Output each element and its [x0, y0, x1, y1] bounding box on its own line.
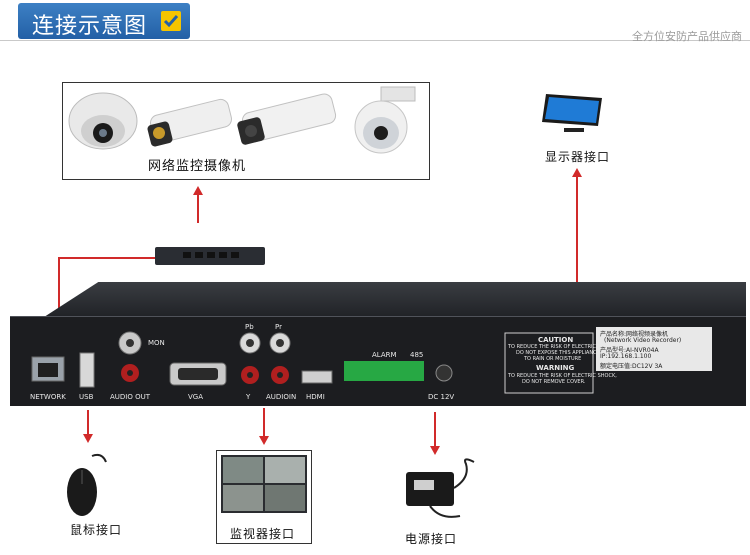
bullet-camera-icon [237, 93, 337, 145]
port-network-label: NETWORK [30, 393, 66, 401]
port-pr-label: Pr [275, 323, 282, 331]
dome-camera-icon [68, 92, 138, 150]
header-bar: 连接示意图 全方位安防产品供应商 [0, 0, 750, 48]
arrow-line [197, 193, 199, 223]
port-y-label: Y [246, 393, 251, 401]
header-tagline: 全方位安防产品供应商 [632, 30, 742, 43]
checkmark-icon [161, 11, 181, 31]
port-hdmi-label: HDMI [306, 393, 325, 401]
nvr-top-panel [39, 282, 746, 320]
arrow-up-icon [572, 168, 582, 177]
caution-line: TO REDUCE THE RISK OF ELECTRIC SHOCK, [508, 344, 617, 350]
arrow-down-icon [83, 434, 93, 443]
mouse-port-label: 鼠标接口 [70, 523, 123, 537]
title-tab: 连接示意图 [18, 3, 190, 39]
port-vga-label: VGA [188, 393, 204, 401]
arrow-line [576, 176, 578, 308]
sticker-ip: IP:192.168.1.100 [600, 353, 652, 360]
nvr-back-panel: NETWORK USB AUDIO OUT MON VGA Pb Pr Y AU… [10, 316, 746, 406]
port-mon-label: MON [148, 339, 165, 347]
port-usb-label: USB [79, 393, 94, 401]
port-485-label: 485 [410, 351, 424, 359]
nvr-ports-graphic [31, 327, 712, 394]
port-audioin-label: AUDIOIN [266, 393, 297, 401]
arrow-line [87, 410, 89, 436]
warning-line: DO NOT REMOVE COVER. [522, 379, 586, 385]
monitor-port-label: 监视器接口 [230, 527, 296, 541]
sticker-name-en: (Network Video Recorder) [604, 337, 682, 344]
caution-title: CAUTION [538, 336, 574, 344]
port-alarm-label: ALARM [372, 351, 397, 359]
warning-title: WARNING [536, 364, 575, 372]
header-divider [0, 40, 750, 41]
caution-line: TO RAIN OR MOISTURE [524, 356, 582, 362]
mouse-icon [67, 453, 107, 516]
cameras-image [68, 86, 416, 154]
sticker-power: 额定电压值:DC12V 3A [600, 363, 663, 370]
port-audio-out-label: AUDIO OUT [110, 393, 151, 401]
warning-line: TO REDUCE THE RISK OF ELECTRIC SHOCK, [508, 373, 617, 379]
power-adapter-icon [406, 458, 475, 518]
arrow-down-icon [259, 436, 269, 445]
arrow-up-icon [193, 186, 203, 195]
ptz-camera-icon [354, 86, 416, 154]
display-port-label: 显示器接口 [545, 150, 611, 164]
arrow-down-icon [430, 446, 440, 455]
caution-line: DO NOT EXPOSE THIS APPLIANCE [516, 350, 600, 356]
monitor-box [216, 450, 312, 544]
port-dc-label: DC 12V [428, 393, 455, 401]
arrow-line [434, 412, 436, 448]
page-title: 连接示意图 [32, 14, 148, 39]
arrow-line [263, 408, 265, 438]
camera-group-box [62, 82, 430, 180]
cameras-label: 网络监控摄像机 [148, 159, 247, 174]
tv-monitor-icon [542, 94, 602, 132]
power-port-label: 电源接口 [405, 532, 458, 546]
sticker-name: 产品名称:网络视频录像机 [600, 331, 669, 338]
bullet-camera-icon [147, 98, 233, 147]
arrow-line [58, 257, 155, 259]
network-switch [155, 247, 265, 265]
sticker-model: 产品型号:AI-NVR04A [600, 347, 659, 354]
arrow-line [58, 257, 60, 337]
port-pb-label: Pb [245, 323, 254, 331]
